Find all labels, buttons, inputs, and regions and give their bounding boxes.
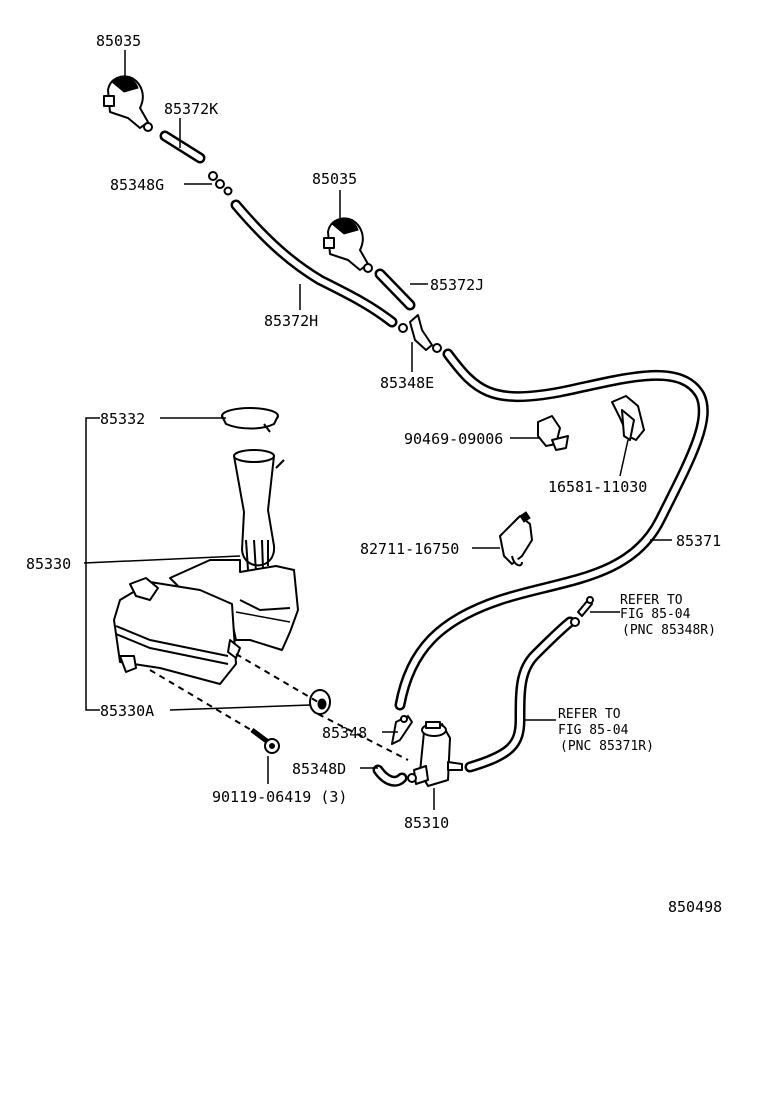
label-main-hose: 85371 bbox=[676, 532, 721, 550]
label-washer-pump: 85310 bbox=[404, 814, 449, 832]
mount-lines bbox=[149, 653, 409, 761]
label-grommet: 85330A bbox=[100, 702, 154, 720]
refer-1-line2: FIG 85-04 bbox=[620, 607, 691, 622]
clamp-16581-11030 bbox=[611, 395, 645, 441]
clip-90469-09006 bbox=[537, 415, 569, 451]
label-hose-85372h: 85372H bbox=[264, 312, 318, 330]
figure-code: 850498 bbox=[668, 898, 722, 916]
refer-2-line2: FIG 85-04 bbox=[558, 723, 629, 738]
label-tank-cap: 85332 bbox=[100, 410, 145, 428]
main-hose-85371 bbox=[394, 348, 709, 711]
washer-pump-85310 bbox=[407, 721, 463, 787]
hose-85372h bbox=[230, 199, 398, 328]
washer-nozzle-top bbox=[103, 75, 153, 132]
label-bolt: 90119-06419 (3) bbox=[212, 788, 347, 806]
washer-nozzle-mid bbox=[323, 217, 373, 273]
refer-1-line3: (PNC 85348R) bbox=[622, 623, 716, 638]
leader-lines bbox=[83, 50, 672, 810]
grommet-85330a bbox=[309, 689, 331, 715]
part-labels: 85035 85372K 85348G 85035 85372J 85372H … bbox=[26, 32, 722, 916]
refer-1-line1: REFER TO bbox=[620, 593, 683, 608]
label-washer-tank: 85330 bbox=[26, 555, 71, 573]
label-nozzle-top: 85035 bbox=[96, 32, 141, 50]
label-hose-85372j: 85372J bbox=[430, 276, 484, 294]
hose-85372j bbox=[374, 268, 416, 311]
joint-85348e bbox=[398, 314, 442, 353]
label-clamp-82711: 82711-16750 bbox=[360, 540, 459, 558]
label-joint-85348d: 85348D bbox=[292, 760, 346, 778]
label-hose-85372k: 85372K bbox=[164, 100, 218, 118]
tank-cap-85332 bbox=[221, 407, 279, 433]
washer-tank-85330 bbox=[113, 449, 299, 685]
clamp-82711-16750 bbox=[499, 511, 533, 567]
hose-85372k bbox=[159, 130, 206, 164]
label-joint-85348: 85348 bbox=[322, 724, 367, 742]
hose-85348d bbox=[372, 764, 408, 787]
fitting-85348r bbox=[570, 596, 594, 627]
label-joint-85348e: 85348E bbox=[380, 374, 434, 392]
label-clip-90469: 90469-09006 bbox=[404, 430, 503, 448]
refer-2-line1: REFER TO bbox=[558, 707, 621, 722]
joint-85348 bbox=[391, 715, 413, 745]
refer-2-line3: (PNC 85371R) bbox=[560, 739, 654, 754]
label-nozzle-mid: 85035 bbox=[312, 170, 357, 188]
hose-to-pump-right bbox=[464, 616, 576, 773]
label-joint-85348g: 85348G bbox=[110, 176, 164, 194]
joint-85348g bbox=[208, 171, 233, 196]
label-clamp-16581: 16581-11030 bbox=[548, 478, 647, 496]
